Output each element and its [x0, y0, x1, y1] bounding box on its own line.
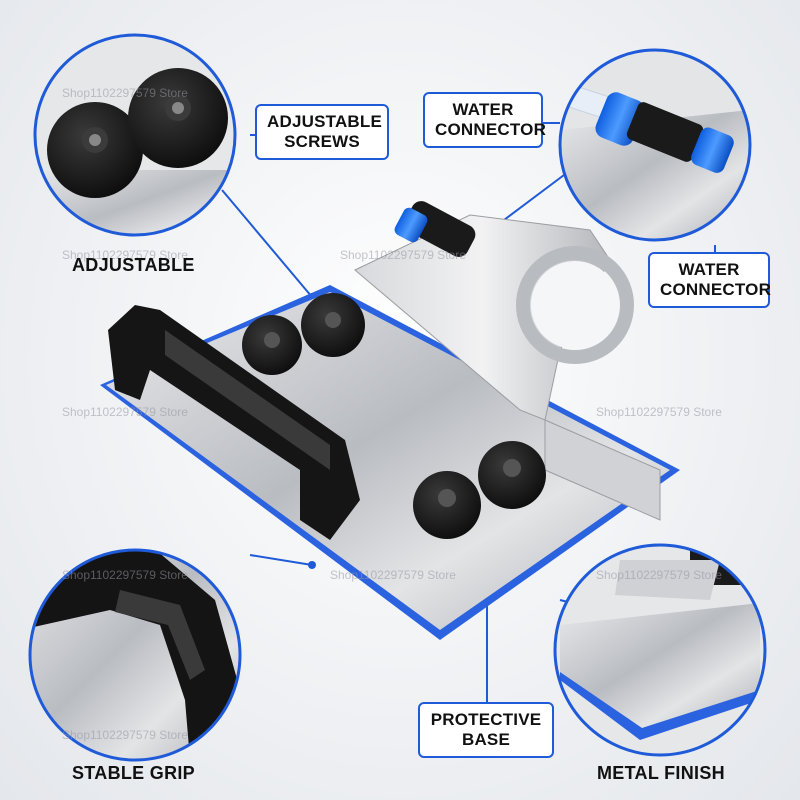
label-protective-base: PROTECTIVE BASE — [418, 702, 554, 758]
watermark: Shop1102297579 Store — [596, 568, 722, 582]
label-water-connector-top: WATER CONNECTOR — [423, 92, 546, 148]
main-product — [100, 201, 680, 640]
zoom-handle — [28, 548, 242, 762]
watermark: Shop1102297579 Store — [62, 568, 188, 582]
caption-adjustable: ADJUSTABLE — [72, 255, 195, 275]
watermark: Shop1102297579 Store — [62, 405, 188, 419]
watermark: Shop1102297579 Store — [62, 728, 188, 742]
label-adjustable-screws: ADJUSTABLE SCREWS — [255, 104, 389, 160]
watermark: Shop1102297579 Store — [62, 86, 188, 100]
caption-metal-finish: METAL FINISH — [597, 763, 725, 783]
label-water-connector-right: WATER CONNECTOR — [648, 252, 771, 308]
watermark: Shop1102297579 Store — [596, 405, 722, 419]
watermark: Shop1102297579 Store — [330, 568, 456, 582]
zoom-water-connector — [558, 48, 752, 242]
zoom-knobs — [33, 33, 237, 237]
watermark: Shop1102297579 Store — [340, 248, 466, 262]
watermark: Shop1102297579 Store — [62, 248, 188, 262]
caption-stable-grip: STABLE GRIP — [72, 763, 195, 783]
zoom-metal-edge — [553, 543, 767, 757]
